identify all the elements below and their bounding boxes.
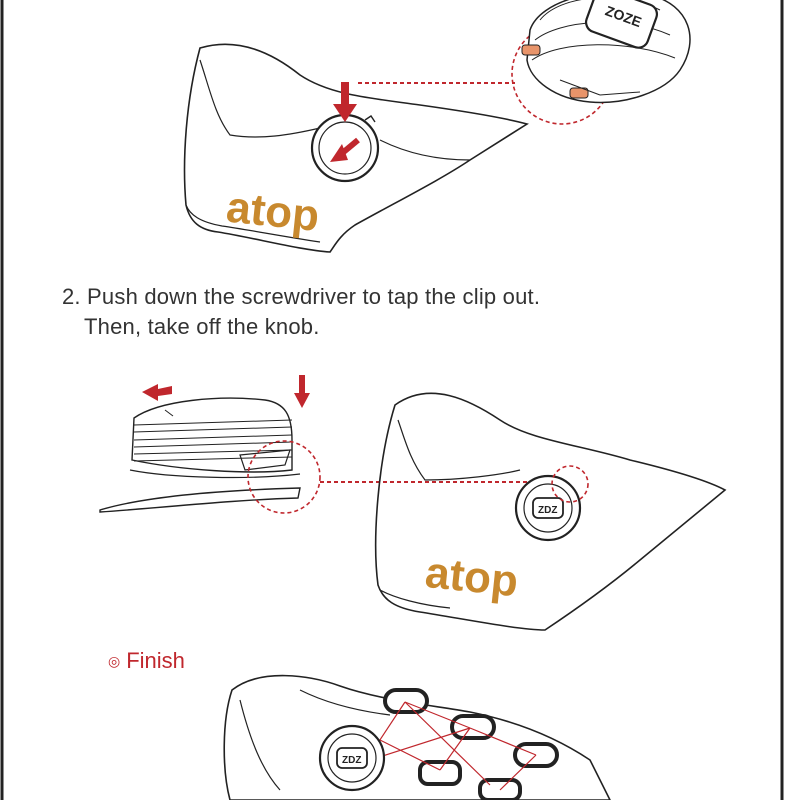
clip-orange-2 [569,87,589,99]
step-2-line-1: 2. Push down the screwdriver to tap the … [62,284,541,309]
shoe-outline-1 [183,43,529,253]
panel-1-shoe-top: atop ZOZE [183,0,691,253]
shoe-inner-line-1 [199,59,321,138]
knob-2-inner [523,483,573,533]
arrow-left-icon [142,384,172,401]
knob-detail-large: ZOZE [521,0,691,104]
arrow-diagonal-icon [330,137,360,162]
laces [369,701,537,791]
panel-2-knob-removal: ZDZ atop [99,375,727,631]
callout-circle-3 [551,465,589,503]
shoe-inner-line-1b [379,139,471,161]
knob-2-badge [532,497,564,519]
shoe-outline-2 [374,392,727,631]
eyelet-2 [450,714,496,740]
finish-label: ◎ Finish [108,648,185,674]
arrow-down-icon-2 [294,375,310,408]
knob-side-view [99,397,301,513]
panel-3-finished-shoe: ZDZ [223,674,611,800]
shoe-inner-line-2 [397,419,521,481]
knob-3-badge [336,747,368,769]
shoe-sole-line-1 [185,204,321,243]
knob-clip-notch [364,115,376,123]
brand-logo-2: atop [423,548,521,606]
shoe-sole-line-2 [379,589,451,609]
knob-3-text: ZDZ [342,755,361,766]
knob-3-inner [327,733,377,783]
eyelet-4 [418,760,462,786]
arrow-down-icon [333,82,357,122]
clip-orange-1 [521,44,541,56]
callout-circle-2 [247,440,321,514]
knob-2-text: ZDZ [538,505,557,516]
finish-bullet-icon: ◎ [108,653,121,669]
step-2-instruction: 2. Push down the screwdriver to tap the … [62,282,540,342]
brand-logo-1: atop [224,183,322,241]
shoe-outline-3 [223,674,611,800]
step-2-line-2: Then, take off the knob. [84,314,320,339]
finish-text: Finish [126,648,185,673]
